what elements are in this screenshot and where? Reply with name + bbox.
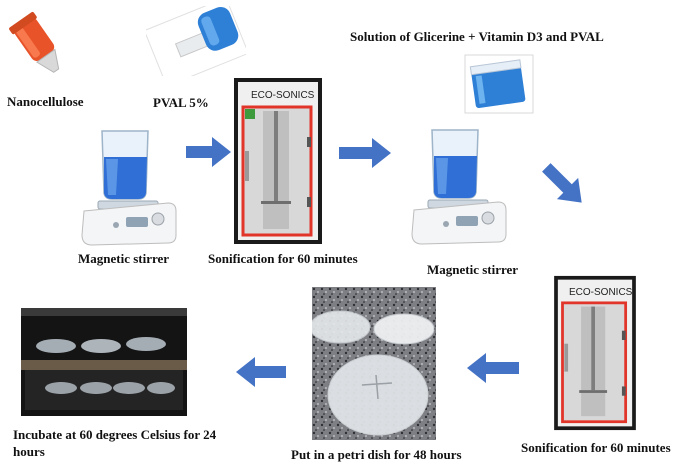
arrow-icon (186, 137, 231, 167)
petri-dish-photo (312, 287, 436, 440)
sonicator-icon (554, 275, 636, 431)
label-sonication-1: Sonification for 60 minutes (208, 251, 358, 266)
arrow-icon (542, 163, 582, 203)
incubator-photo (21, 308, 187, 416)
label-nanocellulose: Nanocellulose (7, 94, 84, 109)
arrow-icon (339, 138, 391, 168)
label-solution: Solution of Glicerine + Vitamin D3 and P… (350, 29, 604, 44)
centrifuge-tube-icon (9, 11, 60, 73)
label-magnetic-stirrer-2: Magnetic stirrer (427, 262, 519, 277)
label-incubate-line-1: Incubate at 60 degrees Celsius for 24 (13, 427, 217, 442)
device-logo-2: ECO-SONICS (569, 287, 633, 298)
label-petri: Put in a petri dish for 48 hours (291, 447, 462, 462)
magnetic-stirrer-icon (81, 130, 177, 246)
label-pval: PVAL 5% (153, 95, 209, 110)
label-magnetic-stirrer-1: Magnetic stirrer (78, 251, 170, 266)
bottle-icon (146, 6, 246, 76)
device-logo-1: ECO-SONICS (251, 90, 315, 101)
magnetic-stirrer-icon (411, 129, 507, 245)
label-sonication-2: Sonification for 60 minutes (521, 440, 671, 455)
label-incubate-line-2: hours (13, 444, 45, 459)
arrow-icon (236, 357, 286, 387)
beaker-icon (464, 54, 534, 114)
arrow-icon (467, 353, 519, 383)
sonicator-icon (234, 78, 322, 244)
